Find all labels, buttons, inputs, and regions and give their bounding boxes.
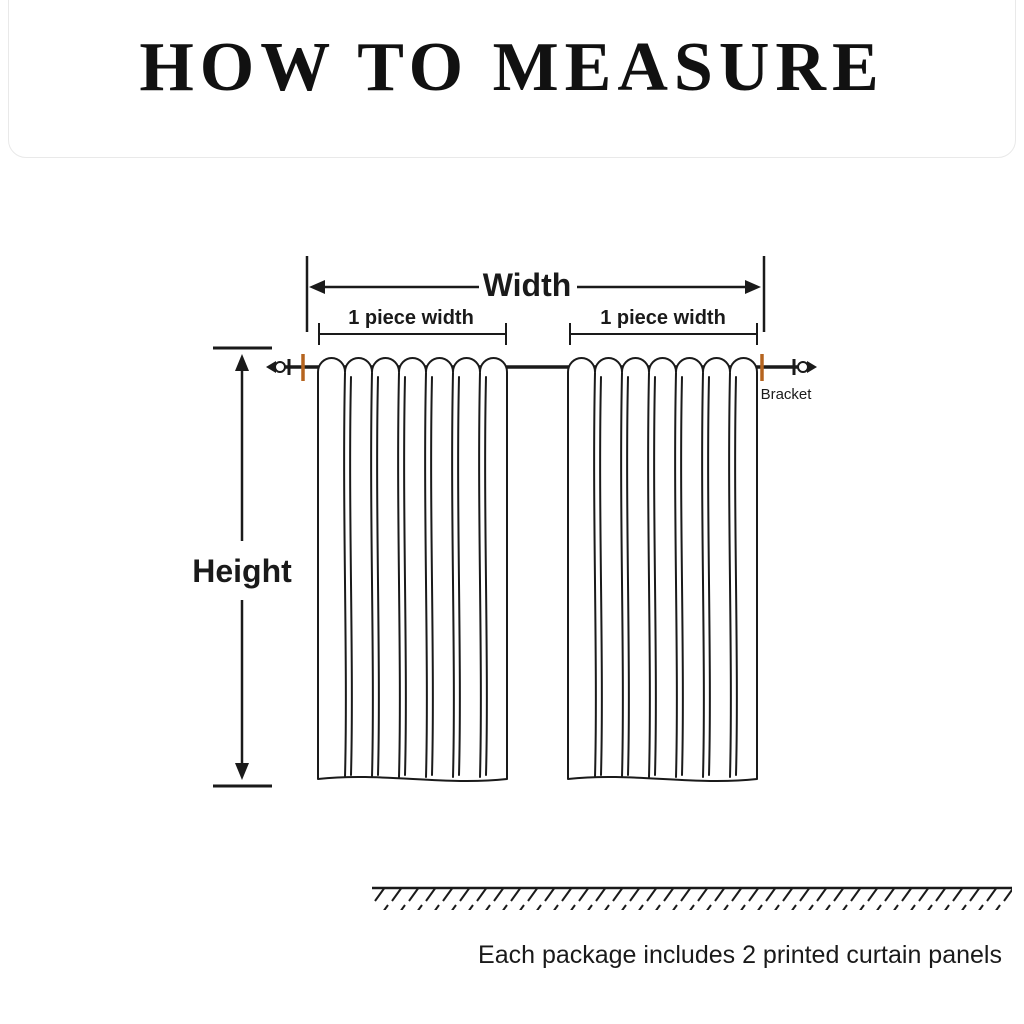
width-arrowhead-left bbox=[309, 280, 325, 294]
bracket-label: Bracket bbox=[761, 386, 813, 403]
finial-ball-left bbox=[274, 361, 286, 373]
width-arrowhead-right bbox=[745, 280, 761, 294]
page-title: HOW TO MEASURE bbox=[139, 29, 885, 106]
piece-width-measure-left: 1 piece width bbox=[318, 307, 507, 345]
height-label: Height bbox=[192, 553, 292, 589]
right-curtain-panel bbox=[567, 357, 758, 783]
left-curtain-panel bbox=[317, 357, 508, 783]
piece-width-label-right: 1 piece width bbox=[600, 307, 726, 329]
finial-tip-right bbox=[807, 361, 817, 373]
height-arrowhead-bottom bbox=[235, 763, 249, 780]
piece-width-label-left: 1 piece width bbox=[348, 307, 474, 329]
finial-tip-left bbox=[266, 361, 276, 373]
height-arrowhead-top bbox=[235, 354, 249, 371]
width-label: Width bbox=[483, 267, 572, 303]
piece-width-measure-right: 1 piece width bbox=[569, 307, 758, 345]
width-measure: Width bbox=[305, 256, 766, 332]
ground-hatch-strokes bbox=[374, 889, 1012, 910]
height-measure: Height bbox=[192, 346, 292, 788]
ground-hatch bbox=[372, 886, 1012, 910]
finial-ball-right bbox=[797, 361, 809, 373]
panel-folds bbox=[593, 372, 738, 778]
title-card bbox=[8, 0, 1016, 158]
package-note: Each package includes 2 printed curtain … bbox=[478, 941, 1002, 969]
panel-folds bbox=[343, 372, 488, 778]
